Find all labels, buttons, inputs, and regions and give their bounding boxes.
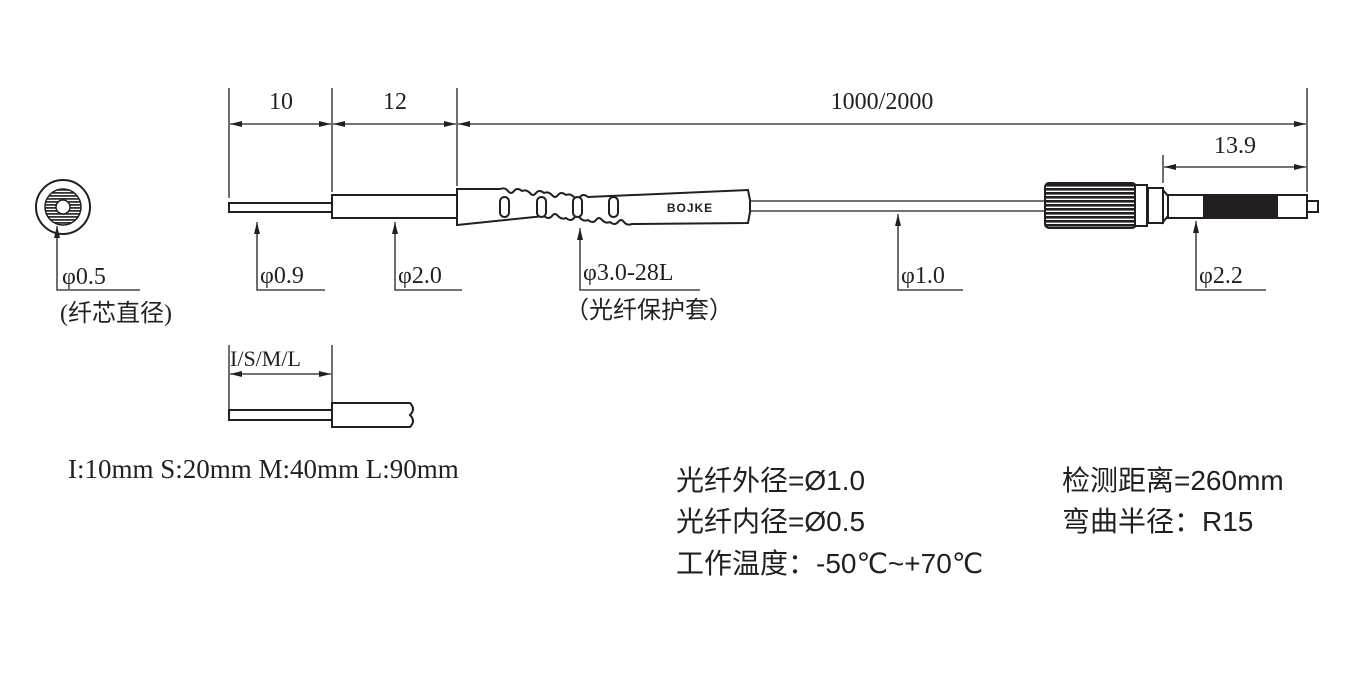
spec-bend-radius: 弯曲半径：R15 [1062,506,1253,537]
length-option-detail: I/S/M/L [228,345,414,428]
knurled-nut [1044,182,1137,229]
core-note-label: (纤芯直径) [60,300,172,327]
sheath-slots [499,196,619,218]
probe-dia-label: φ2.2 [1199,263,1243,289]
leader-sheath: φ3.0-28L （光纤保护套） [565,228,733,324]
leader-sleeve: φ2.0 [392,222,462,291]
probe-band [1203,195,1278,218]
sleeve-dia-label: φ2.0 [398,263,442,289]
dim-sleeve-length: 12 [383,89,407,115]
core-dia-label: φ0.5 [62,264,106,290]
probe-tip [1306,200,1319,213]
fiber-assembly: BOJKE [228,182,1319,229]
core-dia-leader: φ0.5 (纤芯直径) [54,226,172,327]
fiber-sleeve [331,194,458,219]
spec-distance: 检测距离=260mm [1062,465,1284,496]
options-text: I:10mm S:20mm M:40mm L:90mm [68,454,459,484]
brand-logo: BOJKE [667,201,713,215]
dimension-lines [230,121,1306,170]
spec-inner-dia: 光纤内径=Ø0.5 [676,506,865,537]
dim-probe-length: 13.9 [1214,133,1256,159]
extension-lines [228,88,1308,198]
fiber-tip [228,202,333,213]
spec-outer-dia: 光纤外径=Ø1.0 [676,465,865,496]
leader-probe: φ2.2 [1193,221,1266,291]
cable-dia-label: φ1.0 [901,263,945,289]
sheath-dia-label: φ3.0-28L [583,260,674,286]
spec-temperature: 工作温度：-50℃~+70℃ [676,548,983,579]
options-label: I/S/M/L [230,346,301,371]
protective-sheath [456,187,751,227]
tip-dia-label: φ0.9 [260,263,304,289]
fiber-cross-section [35,179,91,235]
sheath-note-label: （光纤保护套） [565,297,733,324]
specifications: 光纤外径=Ø1.0 光纤内径=Ø0.5 工作温度：-50℃~+70℃ 检测距离=… [676,465,1284,579]
leader-tip: φ0.9 [254,222,325,291]
dim-tip-length: 10 [269,89,293,115]
leader-cable: φ1.0 [895,214,963,291]
dim-cable-length: 1000/2000 [831,89,934,115]
